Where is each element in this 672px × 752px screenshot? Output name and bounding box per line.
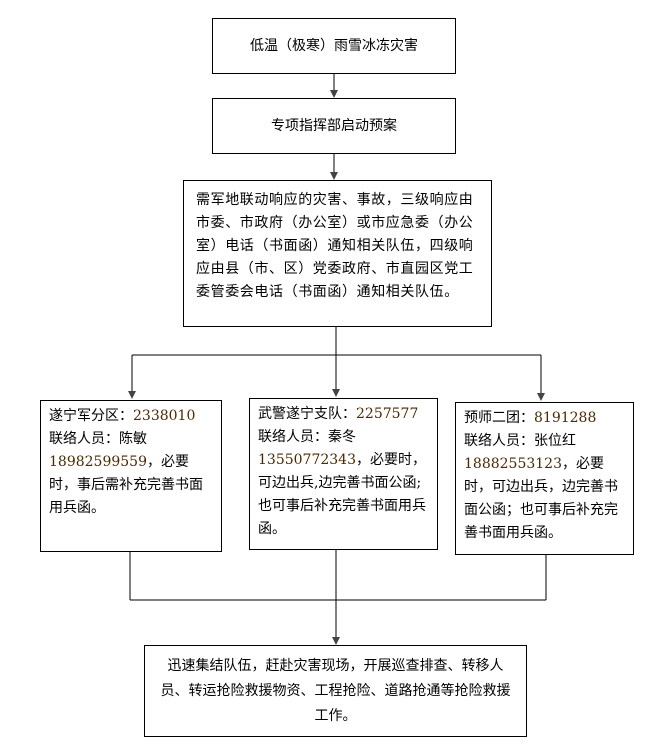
unit-1: 遂宁军分区：2338010 联络人员：陈敏 18982599559，必要时，事后…	[40, 400, 222, 552]
unit-2: 武警遂宁支队：2257577 联络人员：秦冬 13550772343，必要时，可…	[249, 398, 438, 550]
node-trigger: 低温（极寒）雨雪冰冻灾害	[212, 18, 456, 74]
node-notify-text: 需军地联动响应的灾害、事故，三级响应由市委、市政府（办公室）或市应急委（办公室）…	[196, 192, 474, 300]
unit-name: 预师二团：	[464, 410, 534, 426]
unit-contact: 联络人员：张位红	[464, 433, 576, 449]
unit-phone: 2257577	[356, 406, 419, 422]
node-trigger-text: 低温（极寒）雨雪冰冻灾害	[250, 37, 418, 54]
unit-name: 武警遂宁支队：	[258, 406, 356, 422]
unit-name: 遂宁军分区：	[49, 408, 133, 424]
unit-note: ，必要时，可边出兵，边完善书面公函；也可事后补充完善书面用兵函。	[464, 456, 618, 541]
unit-mobile: 13550772343	[258, 452, 356, 468]
unit-mobile: 18982599559	[49, 454, 147, 470]
node-action-text: 迅速集结队伍，赶赴灾害现场，开展巡查排查、转移人员、转运抢险救援物资、工程抢险、…	[160, 657, 511, 724]
unit-note: ，必要时，可边出兵,边完善书面公函;也可事后补充完善书面用兵函。	[258, 452, 426, 537]
node-plan: 专项指挥部启动预案	[212, 98, 456, 154]
unit-contact: 联络人员：秦冬	[258, 429, 356, 445]
unit-phone: 2338010	[133, 408, 196, 424]
node-action: 迅速集结队伍，赶赴灾害现场，开展巡查排查、转移人员、转运抢险救援物资、工程抢险、…	[144, 645, 527, 737]
unit-note: ，必要时，事后需补充完善书面用兵函。	[49, 454, 203, 516]
node-plan-text: 专项指挥部启动预案	[271, 117, 397, 134]
unit-3: 预师二团：8191288 联络人员：张位红 18882553123，必要时，可边…	[455, 402, 634, 555]
unit-contact: 联络人员：陈敏	[49, 431, 147, 447]
unit-phone: 8191288	[534, 410, 597, 426]
unit-mobile: 18882553123	[464, 456, 562, 472]
node-notify: 需军地联动响应的灾害、事故，三级响应由市委、市政府（办公室）或市应急委（办公室）…	[183, 180, 492, 327]
